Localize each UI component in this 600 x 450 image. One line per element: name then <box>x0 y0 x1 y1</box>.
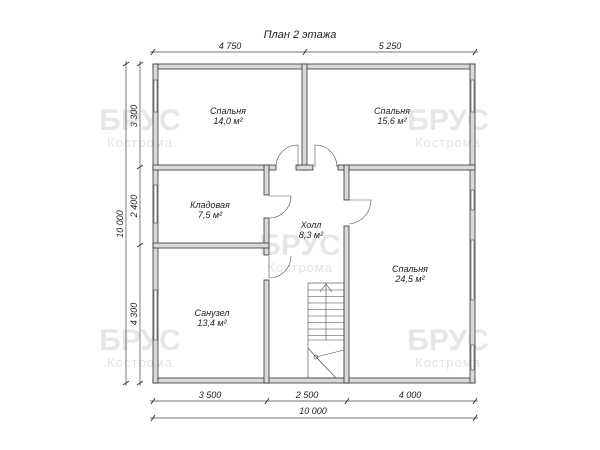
room-name: Спальня <box>392 264 428 274</box>
dim-left: 2 400 <box>129 195 139 219</box>
room-name: Кладовая <box>190 200 230 210</box>
dim-bottom-total: 10 000 <box>299 406 327 416</box>
room-name: Холл <box>300 220 322 230</box>
svg-text:БРУС: БРУС <box>259 229 341 262</box>
svg-text:Кострома: Кострома <box>267 260 333 275</box>
room-area: 14,0 м² <box>213 116 243 126</box>
walls <box>152 63 476 384</box>
dim-left: 4 300 <box>129 303 139 326</box>
svg-text:Кострома: Кострома <box>415 355 481 370</box>
dim-left: 3 300 <box>129 105 139 128</box>
dim-bottom: 4 000 <box>399 390 422 400</box>
svg-text:Кострома: Кострома <box>415 135 481 150</box>
room-area: 7,5 м² <box>198 210 223 220</box>
dim-bottom: 2 500 <box>295 390 319 400</box>
room-name: Спальня <box>210 106 246 116</box>
room-labels: Спальня 14,0 м² Спальня 15,6 м² Кладовая… <box>190 106 428 328</box>
staircase <box>307 282 345 379</box>
svg-text:БРУС: БРУС <box>407 104 489 137</box>
room-name: Санузел <box>195 308 230 318</box>
windows <box>153 79 475 371</box>
dim-top: 4 750 <box>219 41 242 51</box>
dim-left-total: 10 000 <box>115 210 125 238</box>
dim-top: 5 250 <box>379 41 402 51</box>
dimensions: 4 750 5 250 3 500 2 500 4 000 10 000 3 3… <box>115 41 478 422</box>
svg-text:БРУС: БРУС <box>407 324 489 357</box>
room-area: 8,3 м² <box>299 230 324 240</box>
dim-bottom: 3 500 <box>199 390 222 400</box>
doors <box>268 144 372 279</box>
room-area: 13,4 м² <box>197 318 227 328</box>
room-name: Спальня <box>374 106 410 116</box>
plan-title: План 2 этажа <box>264 29 337 41</box>
room-area: 15,6 м² <box>377 116 407 126</box>
room-area: 24,5 м² <box>394 274 425 284</box>
